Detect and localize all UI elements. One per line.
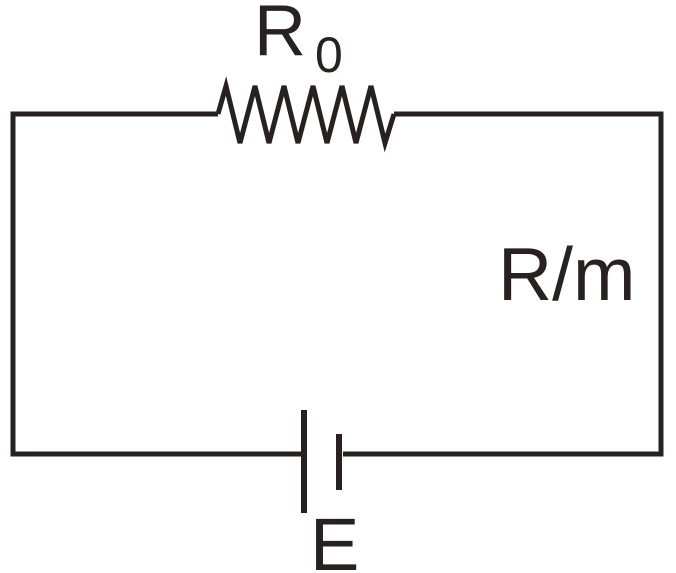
resistance-per-m-label: R/m (498, 232, 635, 316)
battery-icon (301, 410, 342, 513)
resistor-icon (215, 76, 397, 153)
resistor-r0-label-base: R (254, 0, 306, 71)
circuit-wire-loop (10, 111, 664, 457)
emf-label: E (310, 503, 359, 573)
resistor-r0-label-subscript: 0 (315, 27, 343, 83)
